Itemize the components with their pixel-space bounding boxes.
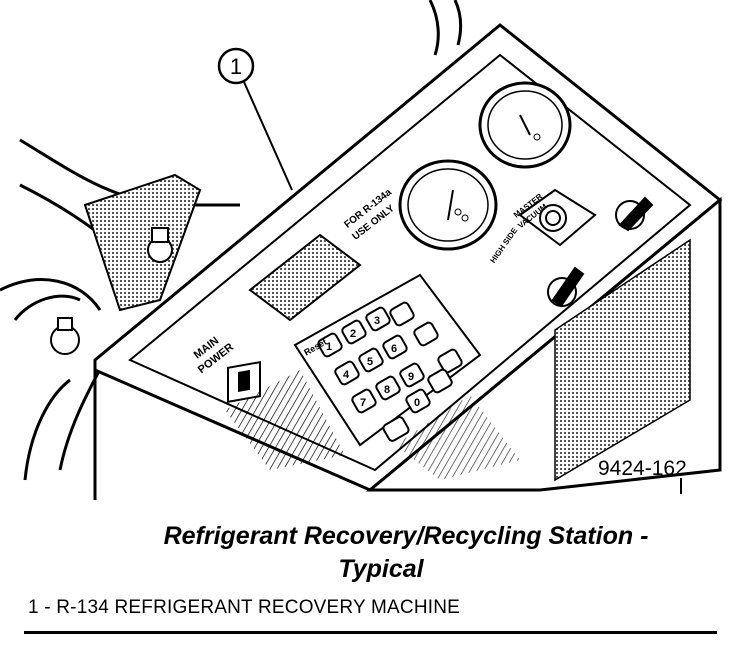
key-9: 9: [408, 371, 414, 383]
main-power-switch: [227, 360, 261, 403]
key-3: 3: [374, 315, 380, 327]
key-8: 8: [384, 384, 390, 396]
side-vent: [554, 238, 691, 482]
callout-number: 1: [230, 54, 242, 79]
key-5: 5: [367, 356, 373, 368]
key-7: 7: [360, 397, 366, 409]
caption-line-1: Refrigerant Recovery/Recycling Station -: [163, 522, 649, 550]
key-0: 0: [414, 397, 420, 409]
keypad-digits: 1 2 3 4 5 6 7 8 9 0: [326, 315, 420, 409]
key-4: 4: [343, 369, 350, 381]
master-vacuum-switch: [518, 188, 597, 247]
key-2: 2: [350, 328, 356, 340]
key-1: 1: [326, 341, 332, 353]
recovery-station-illustration: FOR R-134a USE ONLY MAIN POWER HIGH SIDE…: [0, 0, 723, 500]
legend-item: 1 - R-134 REFRIGERANT RECOVERY MACHINE: [28, 597, 461, 618]
rotary-knob-upper: [615, 196, 654, 232]
reservoir-bottle: [83, 173, 202, 312]
figure-caption: Refrigerant Recovery/Recycling Station -…: [0, 520, 752, 586]
rotary-knob-lower: [547, 266, 585, 308]
instruction-hatch: [225, 370, 345, 470]
service-valve: [50, 227, 173, 355]
keypad: [293, 273, 482, 447]
instruction-hatch-2: [395, 395, 520, 480]
low-side-gauge: [398, 159, 498, 251]
bottom-rule: [24, 631, 717, 634]
high-side-gauge: [478, 81, 572, 169]
display-window: [248, 233, 362, 322]
caption-line-2: Typical: [338, 555, 424, 583]
callout-1: 1: [217, 47, 293, 191]
key-6: 6: [391, 343, 397, 355]
figure-id: 9424-162: [598, 457, 687, 480]
